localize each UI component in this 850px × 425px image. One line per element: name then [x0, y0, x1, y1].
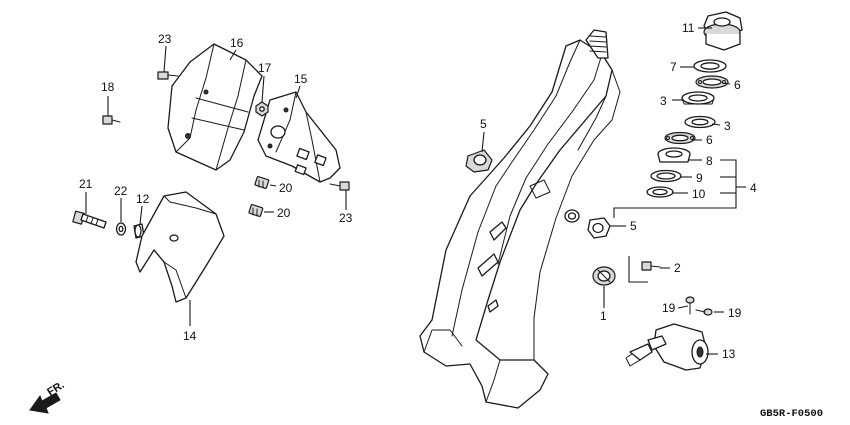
- callout-3-lower: 3: [724, 119, 731, 133]
- diagram-code: GB5R-F0500: [760, 408, 823, 420]
- dust-seal-part-9: [650, 169, 682, 183]
- callout-6-upper: 6: [734, 78, 741, 92]
- callout-18: 18: [101, 80, 115, 94]
- callout-19-right: 19: [728, 306, 742, 320]
- screw-part-19-left: [685, 296, 695, 315]
- screw-part-23-top: [157, 71, 179, 80]
- callout-8: 8: [706, 154, 713, 168]
- lower-cover-part-14: [135, 191, 225, 303]
- steering-lock-part-13: [625, 323, 709, 371]
- ball-race-part-6-lower: [664, 131, 696, 145]
- clip-nut-part-20-upper: [254, 176, 270, 189]
- callout-7: 7: [670, 60, 677, 74]
- callout-15: 15: [294, 72, 308, 86]
- nut-part-17: [255, 101, 269, 117]
- washer-part-10: [646, 186, 674, 198]
- callout-17: 17: [258, 61, 272, 75]
- ball-race-part-6-upper: [695, 75, 729, 89]
- grommet-part-1: [592, 266, 616, 286]
- screw-part-18: [102, 115, 121, 125]
- callout-5-left: 5: [480, 117, 487, 131]
- callout-14: 14: [183, 329, 197, 343]
- callout-12: 12: [136, 192, 150, 206]
- bracket-part-15: [257, 91, 341, 183]
- callout-16: 16: [230, 36, 244, 50]
- callout-6-lower: 6: [706, 133, 713, 147]
- bottom-cone-part-8: [657, 147, 691, 163]
- washer-part-22: [115, 222, 127, 236]
- callout-1: 1: [600, 309, 607, 323]
- plug-part-5-left: [465, 149, 493, 173]
- callout-13: 13: [722, 347, 736, 361]
- callout-23-top: 23: [158, 32, 172, 46]
- callout-5-right: 5: [630, 219, 637, 233]
- callout-9: 9: [696, 171, 703, 185]
- screw-part-19-right: [695, 308, 713, 316]
- callout-23-right: 23: [339, 211, 353, 225]
- cone-nut-part-7: [693, 59, 727, 73]
- plug-part-5-right: [587, 217, 611, 239]
- callout-10: 10: [692, 187, 706, 201]
- callout-labels: 23 16 17 15 18 20 20 23 21 22 12 14 5 5 …: [79, 21, 757, 361]
- leader-lines: [85, 27, 746, 355]
- clip-nut-part-20-lower: [248, 204, 264, 217]
- screw-part-2: [628, 256, 661, 283]
- callout-2: 2: [674, 261, 681, 275]
- front-direction-arrow: FR.: [29, 379, 67, 414]
- callout-19-left: 19: [662, 301, 676, 315]
- steering-stem-fork: [419, 29, 621, 409]
- callout-22: 22: [114, 184, 128, 198]
- callout-20-upper: 20: [279, 181, 293, 195]
- front-cover-part-16: [167, 43, 263, 171]
- callout-21: 21: [79, 177, 93, 191]
- bolt-part-21: [72, 210, 107, 229]
- callout-3-upper: 3: [660, 94, 667, 108]
- direction-label: FR.: [45, 379, 66, 399]
- lock-nut-part-11: [703, 11, 743, 51]
- race-part-3-lower: [684, 115, 716, 129]
- callout-11: 11: [682, 21, 695, 35]
- callout-20-lower: 20: [277, 206, 291, 220]
- callout-4: 4: [750, 181, 757, 195]
- cone-part-3-upper: [681, 91, 715, 105]
- bolt-part-23-right: [329, 181, 350, 191]
